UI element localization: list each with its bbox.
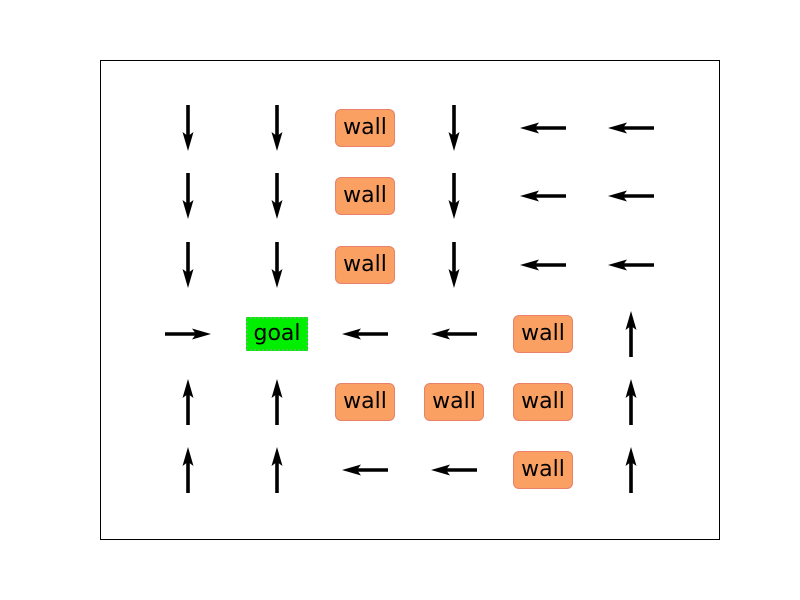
arrow-up-icon [164, 378, 212, 426]
arrow-right-icon [164, 310, 212, 358]
wall-label: wall [424, 383, 484, 421]
arrow-cell [330, 304, 400, 364]
wall-cell: wall [330, 235, 400, 295]
arrow-cell [242, 166, 312, 226]
arrow-cell [242, 372, 312, 432]
arrow-left-icon [607, 172, 655, 220]
arrow-up-icon [607, 378, 655, 426]
arrow-cell [596, 372, 666, 432]
arrow-left-icon [430, 446, 478, 494]
arrow-cell [419, 166, 489, 226]
wall-label: wall [513, 315, 573, 353]
arrow-up-icon [607, 310, 655, 358]
arrow-left-icon [430, 310, 478, 358]
arrow-cell [596, 235, 666, 295]
goal-label: goal [246, 317, 308, 351]
arrow-up-icon [607, 446, 655, 494]
arrow-cell [419, 440, 489, 500]
arrow-left-icon [607, 104, 655, 152]
arrow-cell [153, 98, 223, 158]
arrow-left-icon [519, 241, 567, 289]
arrow-cell [508, 166, 578, 226]
wall-label: wall [335, 383, 395, 421]
arrow-down-icon [253, 241, 301, 289]
wall-cell: wall [508, 372, 578, 432]
arrow-down-icon [430, 241, 478, 289]
wall-cell: wall [330, 98, 400, 158]
arrow-up-icon [253, 446, 301, 494]
arrow-cell [242, 440, 312, 500]
arrow-cell [242, 98, 312, 158]
arrow-down-icon [164, 241, 212, 289]
arrow-cell [419, 304, 489, 364]
wall-cell: wall [508, 304, 578, 364]
arrow-cell [508, 235, 578, 295]
wall-label: wall [335, 109, 395, 147]
arrow-cell [153, 440, 223, 500]
arrow-cell [153, 166, 223, 226]
arrow-cell [153, 304, 223, 364]
arrow-cell [153, 235, 223, 295]
wall-label: wall [335, 246, 395, 284]
wall-label: wall [335, 177, 395, 215]
arrow-left-icon [519, 172, 567, 220]
wall-cell: wall [330, 372, 400, 432]
arrow-cell [596, 440, 666, 500]
arrow-left-icon [341, 310, 389, 358]
wall-label: wall [513, 451, 573, 489]
plot-frame [100, 60, 720, 540]
arrow-cell [596, 304, 666, 364]
arrow-down-icon [164, 172, 212, 220]
arrow-left-icon [341, 446, 389, 494]
arrow-down-icon [253, 172, 301, 220]
arrow-cell [596, 98, 666, 158]
arrow-up-icon [253, 378, 301, 426]
arrow-cell [419, 235, 489, 295]
wall-label: wall [513, 383, 573, 421]
arrow-down-icon [164, 104, 212, 152]
arrow-cell [330, 440, 400, 500]
arrow-down-icon [253, 104, 301, 152]
wall-cell: wall [508, 440, 578, 500]
arrow-down-icon [430, 104, 478, 152]
wall-cell: wall [419, 372, 489, 432]
arrow-cell [596, 166, 666, 226]
arrow-up-icon [164, 446, 212, 494]
goal-cell: goal [242, 304, 312, 364]
arrow-cell [242, 235, 312, 295]
wall-cell: wall [330, 166, 400, 226]
arrow-cell [419, 98, 489, 158]
arrow-left-icon [607, 241, 655, 289]
arrow-left-icon [519, 104, 567, 152]
arrow-cell [153, 372, 223, 432]
arrow-down-icon [430, 172, 478, 220]
arrow-cell [508, 98, 578, 158]
